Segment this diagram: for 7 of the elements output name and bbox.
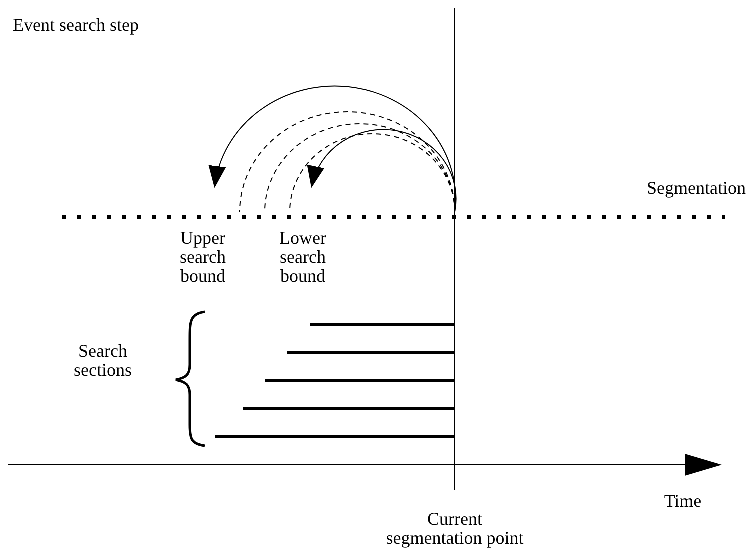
label-text: Current segmentation point [385, 510, 525, 548]
label-text: Event search step [13, 15, 139, 35]
label-text: Upper search bound [179, 229, 227, 286]
label-text: Segmentation [647, 178, 746, 198]
label-text: Time [664, 491, 702, 511]
label-text: Search sections [73, 342, 133, 380]
label-text: Lower search bound [278, 229, 328, 286]
